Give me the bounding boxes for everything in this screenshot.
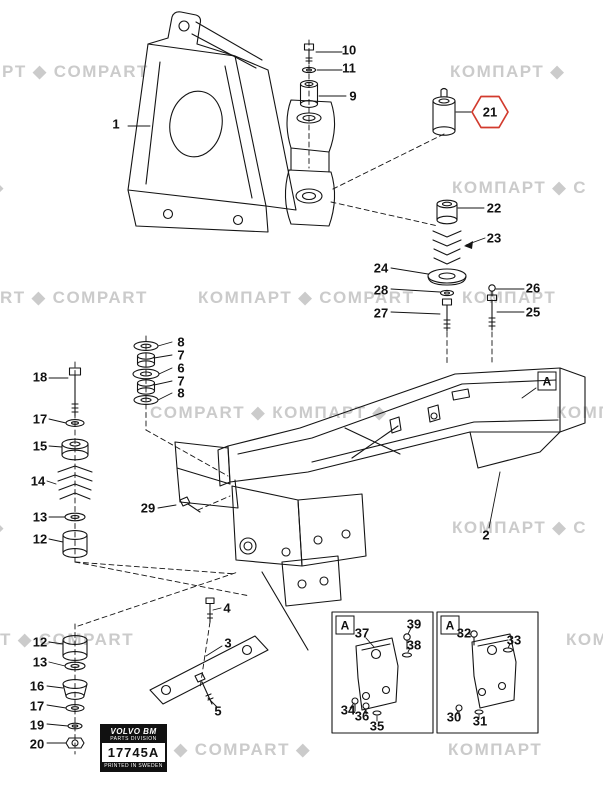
- part-number-label: 17745A: [107, 745, 160, 760]
- callout-13-upper: 13: [32, 509, 48, 525]
- callout-19: 19: [29, 717, 45, 733]
- watermark-text: PT ◆ COMPART: [2, 62, 149, 81]
- ref-label-A-frame: A: [537, 371, 557, 391]
- callout-7-lower: 7: [177, 373, 185, 389]
- watermark-text: ◆ COMPART ◆: [174, 740, 311, 759]
- watermark-text: ◆: [0, 178, 5, 198]
- printed-in-label: PRINTED IN SWEDEN: [102, 762, 165, 770]
- callout-17-upper: 17: [32, 411, 48, 427]
- callout-12-lower: 12: [32, 634, 48, 650]
- watermark-text: T ◆ COMPART: [0, 630, 135, 649]
- callout-20: 20: [29, 736, 45, 752]
- watermark-text: КОМПАРТ ◆ COMPART: [198, 288, 415, 307]
- plate-3: [149, 635, 269, 705]
- bushing-12-lower: [62, 635, 88, 661]
- manufacturer-plate: VOLVO BM PARTS DIVISION 17745A PRINTED I…: [100, 724, 167, 772]
- callout-2: 2: [482, 527, 490, 543]
- callout-5: 5: [214, 703, 222, 719]
- callout-29: 29: [140, 500, 156, 516]
- watermark-text: КОМПАРТ: [462, 288, 557, 307]
- callout-7-upper: 7: [177, 347, 185, 363]
- spring-washer-stack-23: [432, 230, 462, 265]
- callout-8-bottom: 8: [177, 385, 185, 401]
- screw-29: [179, 496, 201, 513]
- callout-16: 16: [29, 678, 45, 694]
- highlight-hexagon-21: [471, 95, 509, 129]
- callout-3: 3: [224, 635, 232, 651]
- callout-34: 34: [340, 702, 356, 718]
- callout-35: 35: [369, 718, 385, 734]
- callout-22: 22: [486, 200, 502, 216]
- watermark-text: КОМПА: [556, 403, 603, 422]
- bracket-part-1: [127, 11, 297, 233]
- ref-label-A-inset-right: A: [440, 615, 460, 635]
- bushing-22: [436, 199, 458, 225]
- watermark-text: КОМПАРТ ◆ C: [452, 178, 588, 197]
- callout-37: 37: [354, 625, 370, 641]
- callout-13-lower: 13: [32, 654, 48, 670]
- callout-6: 6: [177, 360, 185, 376]
- assembly-dashed-lines: [74, 39, 493, 755]
- washer-28: [439, 289, 455, 297]
- callout-9: 9: [349, 88, 357, 104]
- callout-18: 18: [32, 369, 48, 385]
- brand-label: VOLVO BM: [102, 726, 165, 736]
- callout-15: 15: [32, 438, 48, 454]
- frame-part-2: [174, 367, 586, 651]
- callout-31: 31: [472, 713, 488, 729]
- inset-box-right: [436, 611, 539, 734]
- watermark-text: RT ◆ COMPART: [0, 288, 148, 307]
- bolt-4: [205, 597, 215, 623]
- callout-14: 14: [30, 473, 46, 489]
- watermark-text: COMPART ◆ КОМПАРТ ◆: [150, 403, 388, 422]
- callout-1: 1: [112, 116, 120, 132]
- leader-lines: [46, 51, 537, 744]
- callout-30: 30: [446, 709, 462, 725]
- callout-12-upper: 12: [32, 531, 48, 547]
- watermark-text: КОМ: [566, 630, 603, 649]
- callout-23: 23: [486, 230, 502, 246]
- callout-4: 4: [223, 600, 231, 616]
- bolt-5: [194, 672, 214, 705]
- watermark-text: КОМПАРТ ◆: [450, 62, 566, 81]
- bolt-25: [486, 294, 498, 331]
- callout-8-top: 8: [177, 334, 185, 350]
- callout-11: 11: [342, 60, 356, 76]
- bushing-part-21: [432, 87, 456, 136]
- callout-39: 39: [406, 616, 422, 632]
- watermark-text: КОМПАРТ ◆ C: [452, 518, 588, 537]
- arrowhead-23: [464, 241, 473, 249]
- stud-26: [488, 284, 496, 297]
- division-label: PARTS DIVISION: [102, 736, 165, 743]
- callout-10: 10: [341, 42, 357, 58]
- callout-26: 26: [525, 280, 541, 296]
- callout-25: 25: [525, 304, 541, 320]
- callout-24: 24: [373, 260, 389, 276]
- callout-33: 33: [506, 632, 522, 648]
- watermark-text: ◆: [0, 518, 5, 538]
- callout-27: 27: [373, 305, 389, 321]
- pivot-casting: [284, 99, 336, 227]
- ref-label-A-inset-left: A: [335, 615, 355, 635]
- callout-28: 28: [373, 282, 389, 298]
- watermark-text: КОМПАРТ: [448, 740, 543, 759]
- callout-17-lower: 17: [29, 698, 45, 714]
- cup-washer-24: [427, 268, 467, 286]
- callout-32: 32: [456, 625, 472, 641]
- callout-36: 36: [354, 708, 370, 724]
- callout-38: 38: [406, 637, 422, 653]
- callout-21-highlighted: 21: [482, 104, 498, 120]
- bolt-27: [441, 298, 453, 332]
- inset-box-left: [331, 611, 434, 734]
